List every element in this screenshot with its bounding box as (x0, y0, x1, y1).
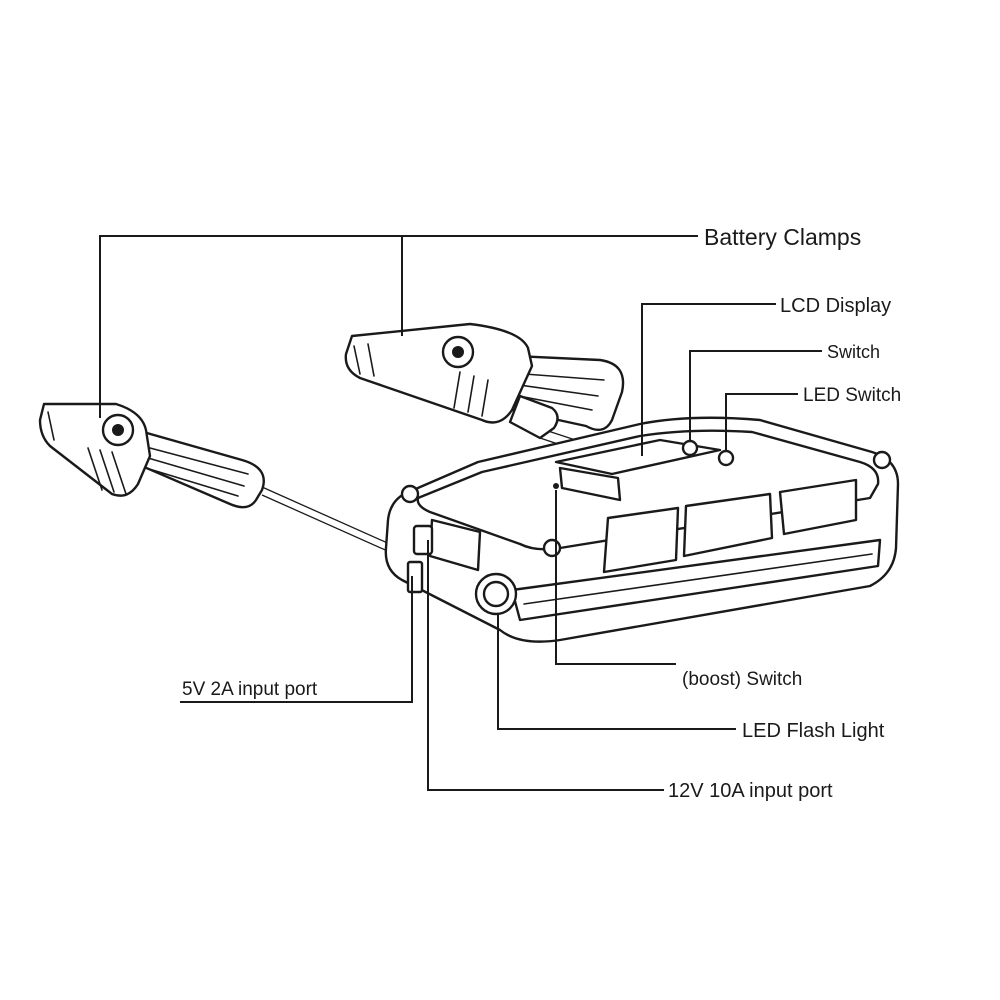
left-battery-clamp (38, 402, 265, 509)
callout-labels: Battery Clamps LCD Display Switch LED Sw… (182, 224, 901, 802)
callout-leaders (99, 235, 822, 791)
flashlight-lens-icon (474, 572, 518, 616)
label-led-switch: LED Switch (803, 385, 901, 406)
label-battery-clamps: Battery Clamps (704, 224, 861, 250)
label-lcd-display: LCD Display (780, 295, 891, 317)
label-12v-input-port: 12V 10A input port (668, 780, 833, 802)
label-switch: Switch (827, 342, 880, 362)
upper-battery-clamp (344, 322, 625, 440)
label-boost-switch: (boost) Switch (682, 669, 802, 690)
label-led-flash-light: LED Flash Light (742, 720, 885, 742)
label-5v-input-port: 5V 2A input port (182, 679, 318, 700)
